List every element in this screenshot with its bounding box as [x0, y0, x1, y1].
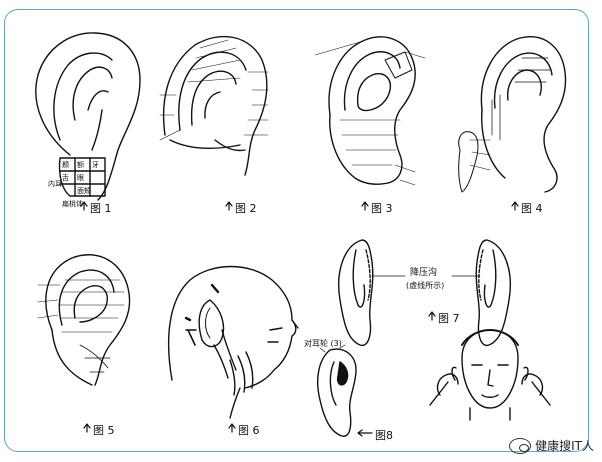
ear-figure-8: [317, 344, 357, 437]
caption-figure-2: 图 2: [235, 202, 257, 215]
figure-8-label: 对耳轮 (3): [304, 339, 342, 348]
caption-figure-3: 图 3: [371, 202, 393, 215]
ears-figure-7: [338, 239, 511, 347]
ear-figure-1: [35, 32, 141, 201]
lobe-label-d: 舌: [62, 173, 69, 182]
head-figure-6: [167, 265, 299, 419]
ear-figure-5: [37, 254, 131, 386]
face-figure: [429, 329, 551, 421]
figure-frame: [4, 9, 589, 452]
caption-figure-7: 图 7: [438, 312, 460, 325]
lobe-label-f: 内耳: [48, 179, 62, 188]
watermark: 健康搜IT人: [509, 437, 594, 454]
lobe-label-c: 牙: [92, 161, 99, 169]
watermark-text: 健康搜IT人: [535, 439, 594, 453]
caption-figure-4: 图 4: [521, 202, 543, 215]
ear-figure-3: [314, 36, 426, 186]
figure-7-label-line1: 降压沟: [410, 268, 438, 278]
lobe-label-h: 扁桃体: [62, 199, 83, 208]
caption-figure-5: 图 5: [93, 424, 115, 437]
caption-figure-8: 图8: [375, 429, 393, 442]
caption-figure-1: 图 1: [90, 202, 112, 215]
figure-7-label-line2: (虚线所示): [406, 281, 445, 290]
ear-figure-4: [458, 36, 567, 193]
lobe-label-b: 额: [77, 160, 84, 169]
caption-arrows: [80, 201, 519, 437]
caption-figure-6: 图 6: [238, 424, 260, 437]
ear-figure-2: [159, 35, 269, 176]
lobe-label-e: 眼: [77, 174, 84, 182]
lobe-label-a: 颞: [62, 161, 69, 169]
wechat-icon: [509, 437, 532, 454]
lobe-label-g: 面颊: [77, 186, 91, 195]
